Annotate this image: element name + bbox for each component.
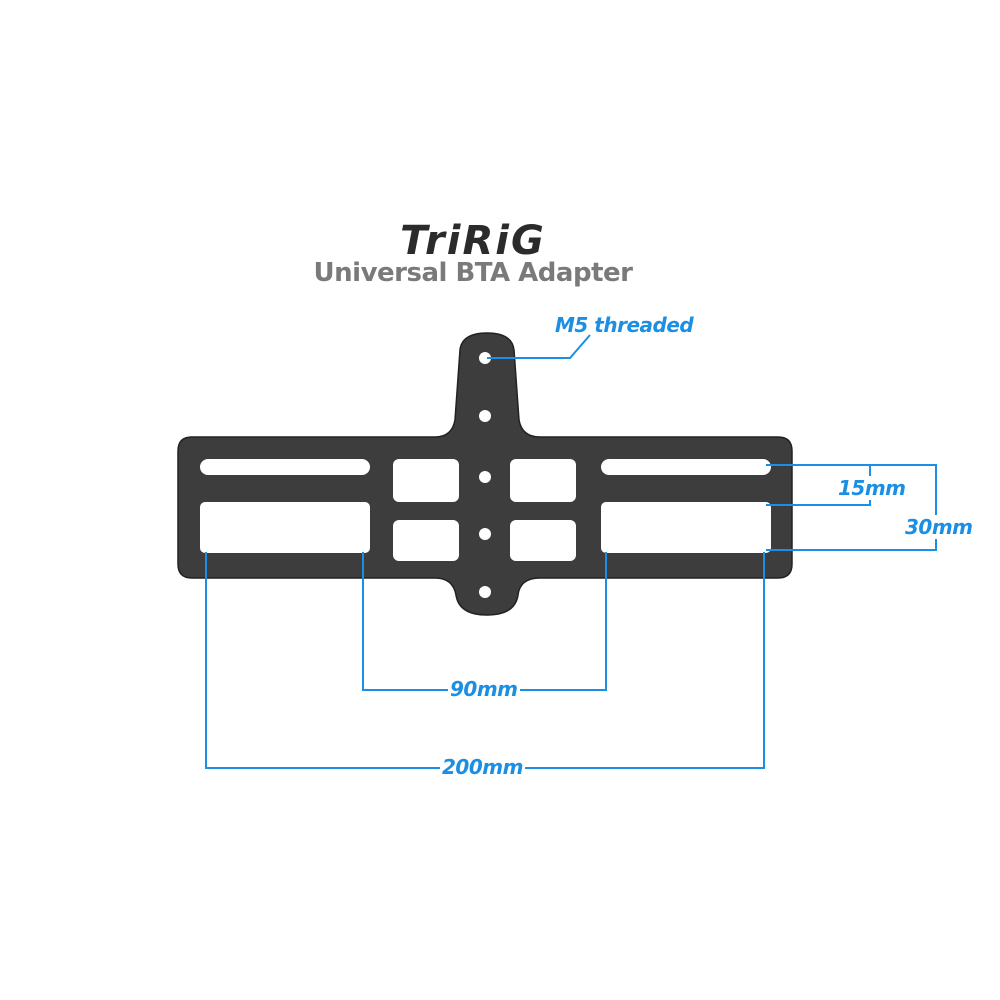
- slot-spacing-label: 30mm: [905, 515, 973, 539]
- left-window: [200, 502, 370, 553]
- right-window: [601, 502, 771, 553]
- inner-width-label: 90mm: [448, 677, 520, 701]
- mount-hole: [479, 586, 491, 598]
- center-window: [510, 459, 576, 502]
- slot-width-label: 15mm: [838, 476, 906, 500]
- center-window: [393, 520, 459, 561]
- mount-hole: [479, 471, 491, 483]
- product-title: Universal BTA Adapter: [313, 258, 633, 288]
- center-window: [393, 459, 459, 502]
- center-window: [510, 520, 576, 561]
- outer-width-label: 200mm: [440, 755, 525, 779]
- mount-hole: [479, 410, 491, 422]
- thread-label: M5 threaded: [555, 313, 694, 337]
- right-slot: [601, 459, 771, 475]
- brand-logo: TriRiG: [400, 218, 546, 264]
- left-slot: [200, 459, 370, 475]
- plate-cutouts: [200, 352, 771, 598]
- m5-hole: [479, 352, 491, 364]
- mount-hole: [479, 528, 491, 540]
